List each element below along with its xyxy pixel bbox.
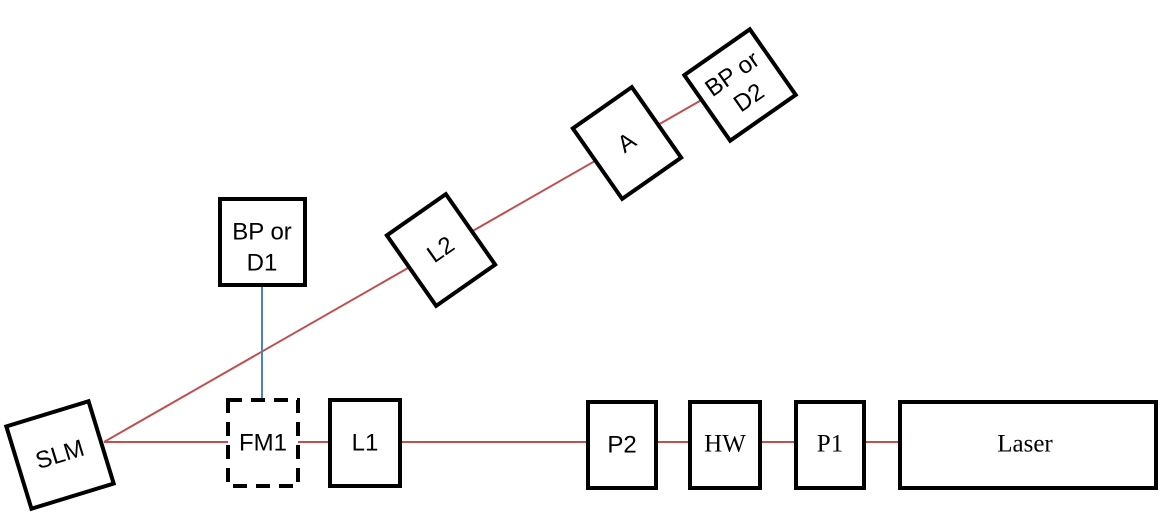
slm: SLM xyxy=(3,398,117,512)
fm1-label: FM1 xyxy=(239,429,287,456)
laser: Laser xyxy=(898,400,1158,490)
laser-label: Laser xyxy=(997,431,1053,458)
detector-bp-or-d1: BP or D1 xyxy=(218,197,307,287)
detector-bp-or-d2: BP or D2 xyxy=(681,26,799,144)
bp-d1-label-line1: BP or xyxy=(232,218,292,245)
half-wave-plate-hw: HW xyxy=(688,400,762,490)
p1-label: P1 xyxy=(817,431,843,458)
lens-l1: L1 xyxy=(328,398,402,488)
flip-mirror-fm1: FM1 xyxy=(226,398,300,488)
polarizer-p1: P1 xyxy=(794,400,866,490)
analyzer-a: A xyxy=(570,84,684,202)
lens-l2: L2 xyxy=(384,191,498,309)
hw-label: HW xyxy=(704,431,746,458)
polarizer-p2: P2 xyxy=(586,400,658,490)
l1-label: L1 xyxy=(352,429,379,456)
p2-label: P2 xyxy=(607,431,636,458)
bp-d1-label-line2: D1 xyxy=(247,249,278,276)
